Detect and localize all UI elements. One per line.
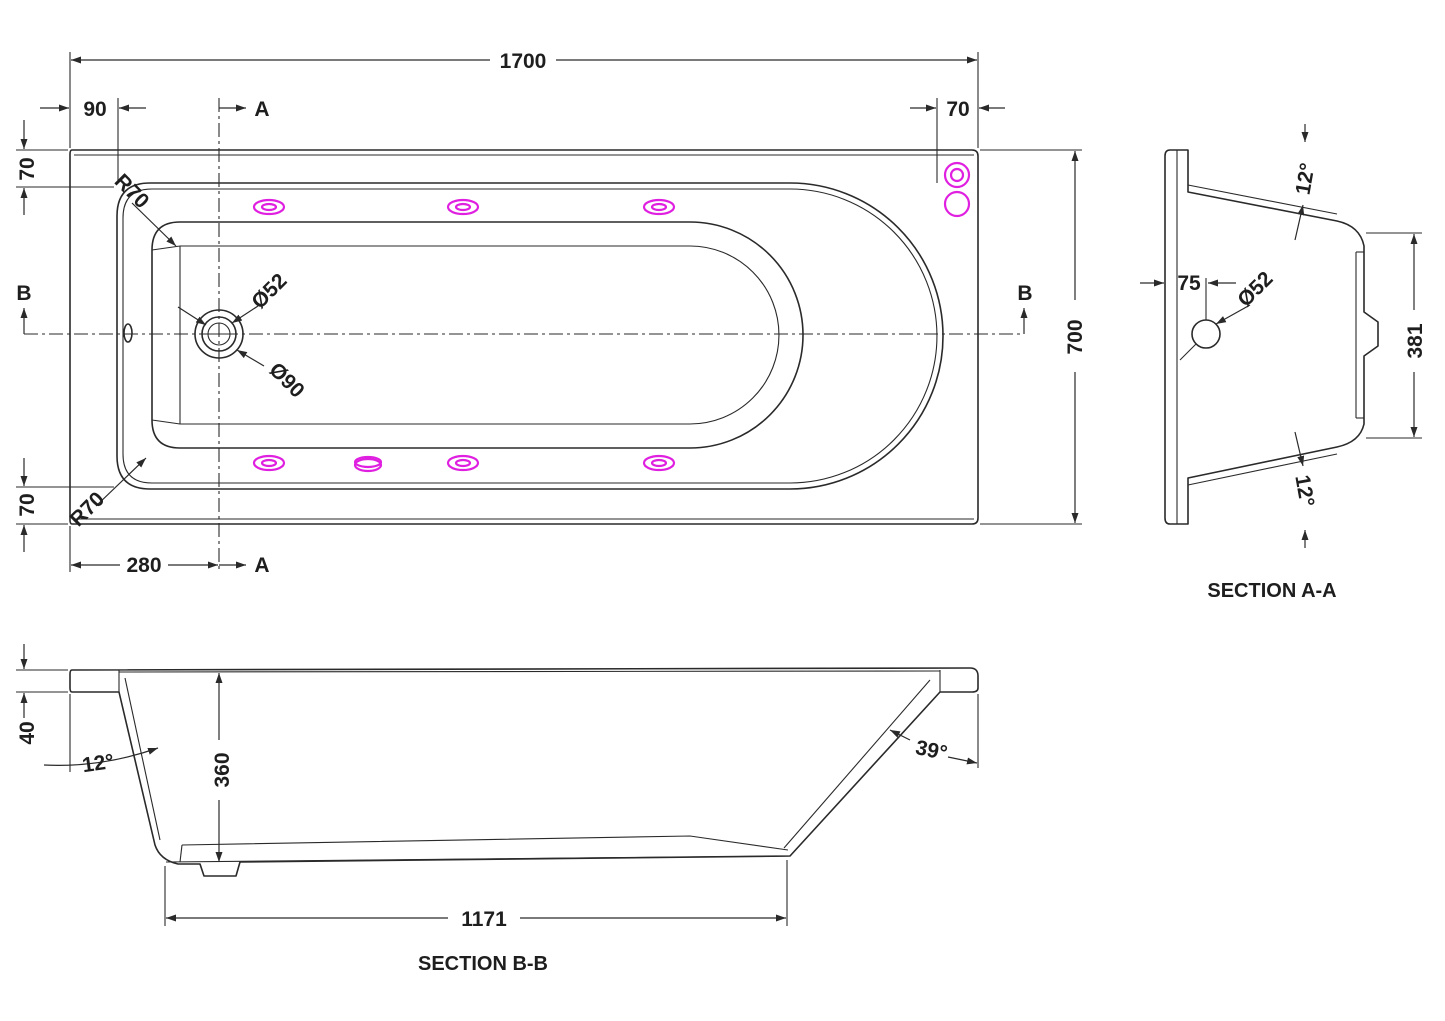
section-aa-waste-offset: 75: [1177, 272, 1201, 295]
section-aa-outline: [1164, 149, 1379, 525]
dim-top-rim: 70: [16, 157, 39, 180]
plan-outer-rim: [69, 149, 979, 525]
jet-icon: [252, 454, 286, 472]
section-bb-floor: [181, 835, 789, 851]
plan-bowl-outline: [116, 182, 944, 490]
section-bb-rim-depth: 40: [16, 721, 39, 744]
dim-left-rim: 90: [83, 98, 106, 121]
dim-overall-width: 700: [1064, 319, 1087, 354]
jet-icon: [353, 455, 383, 473]
section-aa-waste-icon: [1191, 319, 1221, 349]
jet-icon: [252, 198, 286, 216]
section-bb-depth: 360: [211, 752, 234, 787]
radius-top-label: R70: [110, 170, 154, 214]
section-aa-view: 12° 12° 75 Ø52 381 SECTION A-A: [1140, 124, 1427, 602]
jet-icon: [642, 198, 676, 216]
section-bb-rim-top: [118, 670, 941, 673]
control-knob-icon: [943, 161, 971, 189]
plan-bowl-floor: [151, 221, 804, 449]
radius-leader: [131, 202, 177, 247]
waste-inner-dia-label: Ø52: [247, 269, 291, 313]
section-bb-right-angle: 39°: [913, 736, 949, 765]
section-aa-top-angle: 12°: [1292, 161, 1320, 196]
section-bb-view: 40 360 12° 39° 1171 SECTION B-B: [16, 644, 979, 975]
jet-icon: [446, 454, 480, 472]
whirlpool-jets: [252, 198, 676, 473]
dim-overall-length: 1700: [500, 50, 547, 73]
section-aa-base-width: 381: [1404, 323, 1427, 358]
section-bb-base-length: 1171: [461, 908, 507, 931]
plan-floor-flat: [179, 245, 780, 425]
waste-outer-dia-label: Ø90: [264, 358, 308, 402]
plan-floor-edge: [151, 245, 181, 251]
section-bb-title: SECTION B-B: [418, 953, 548, 975]
air-button-icon: [943, 190, 971, 218]
section-bb-left-angle: 12°: [81, 750, 116, 777]
section-bb-outline: [69, 667, 979, 877]
section-b-left-label: B: [16, 282, 31, 305]
section-aa-waste-dia: Ø52: [1233, 267, 1277, 311]
section-aa-title: SECTION A-A: [1207, 580, 1336, 602]
control-knob-inner: [949, 167, 965, 183]
section-aa-bottom-angle: 12°: [1290, 473, 1318, 508]
dim-right-rim: 70: [946, 98, 969, 121]
radius-leader: [95, 457, 147, 507]
overflow-icon: [123, 323, 133, 343]
plan-floor-edge: [151, 419, 181, 425]
dim-bottom-rim: 70: [16, 493, 39, 516]
jet-icon: [642, 454, 676, 472]
plan-bowl-inner-edge: [122, 188, 938, 484]
section-b-right-label: B: [1017, 282, 1032, 305]
section-a-top-label: A: [254, 98, 269, 121]
plan-view: 1700 90 70 A A B B 700 70 70 280 R70 R70…: [16, 50, 1087, 577]
dim-waste-offset: 280: [126, 554, 161, 577]
jet-icon: [446, 198, 480, 216]
section-a-bottom-label: A: [254, 554, 269, 577]
